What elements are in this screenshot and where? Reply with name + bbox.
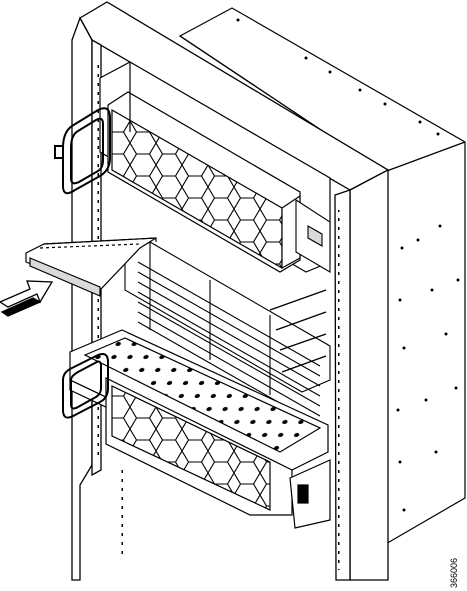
insertion-arrow (0, 280, 54, 317)
chassis-screw-dots (236, 18, 460, 512)
upper-fan-tray (99, 61, 331, 273)
card-ejector-levers (269, 289, 327, 373)
lower-handle (62, 353, 109, 419)
line-card-slots (124, 241, 331, 427)
power-module (295, 198, 331, 273)
rack-frame (71, 1, 390, 581)
inserted-card (25, 237, 157, 297)
upper-handle (54, 107, 111, 195)
lower-fan-tray (105, 377, 331, 529)
figure-id-label: 366006 (449, 557, 459, 589)
